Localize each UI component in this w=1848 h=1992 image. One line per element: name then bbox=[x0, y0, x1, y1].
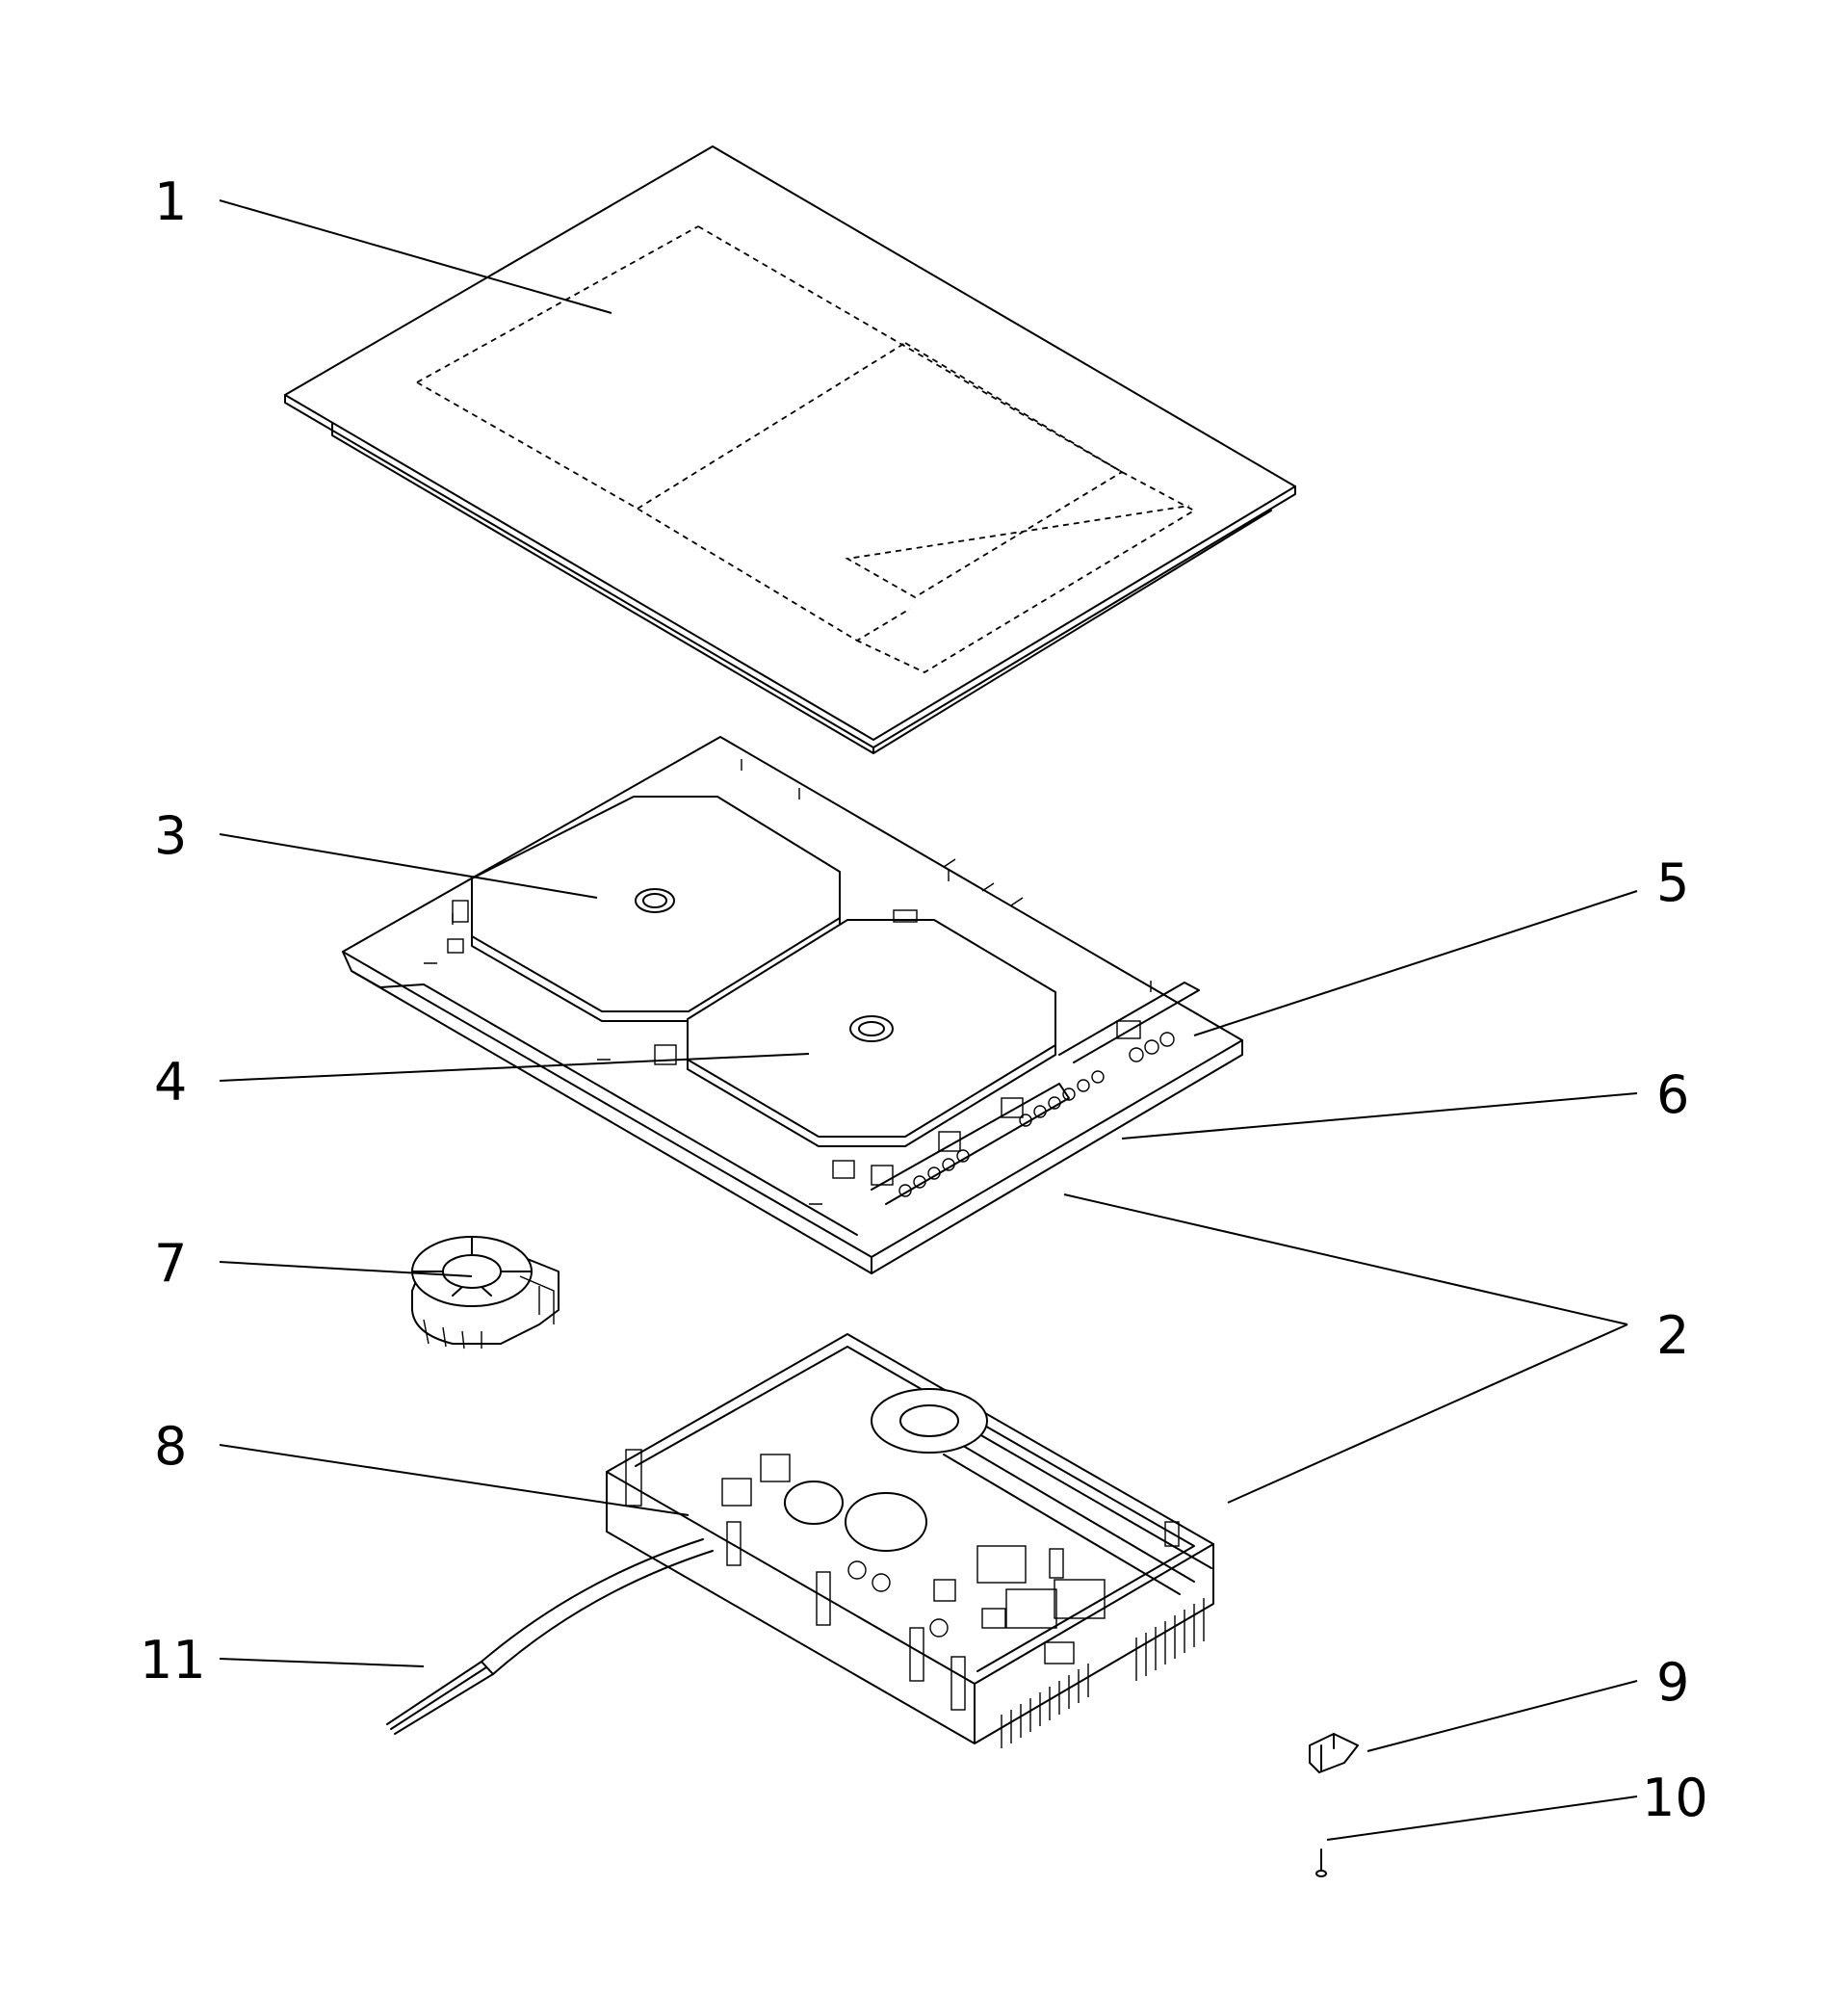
callout-labels: 1 3 4 5 6 2 7 8 11 9 10 bbox=[140, 171, 1708, 1828]
callout-4: 4 bbox=[154, 1052, 187, 1113]
callout-11: 11 bbox=[140, 1630, 206, 1691]
callout-3: 3 bbox=[154, 805, 187, 866]
leader-lines bbox=[219, 199, 1638, 1841]
part-induction-coil-1 bbox=[447, 796, 841, 1022]
part-control-board bbox=[832, 982, 1200, 1205]
part-power-cable bbox=[386, 1538, 714, 1735]
part-fan bbox=[411, 1236, 560, 1350]
callout-5: 5 bbox=[1656, 852, 1689, 913]
part-induction-coil-2 bbox=[654, 909, 1056, 1147]
callout-6: 6 bbox=[1656, 1064, 1689, 1125]
part-clip bbox=[1309, 1733, 1359, 1773]
callout-9: 9 bbox=[1656, 1652, 1689, 1713]
callout-7: 7 bbox=[154, 1233, 187, 1294]
callout-1: 1 bbox=[154, 171, 187, 232]
callout-10: 10 bbox=[1642, 1768, 1708, 1828]
part-screw bbox=[1315, 1848, 1327, 1877]
part-bottom-housing bbox=[606, 1333, 1214, 1748]
part-glass-top bbox=[284, 145, 1296, 754]
callout-2: 2 bbox=[1656, 1305, 1689, 1366]
callout-8: 8 bbox=[154, 1416, 187, 1477]
